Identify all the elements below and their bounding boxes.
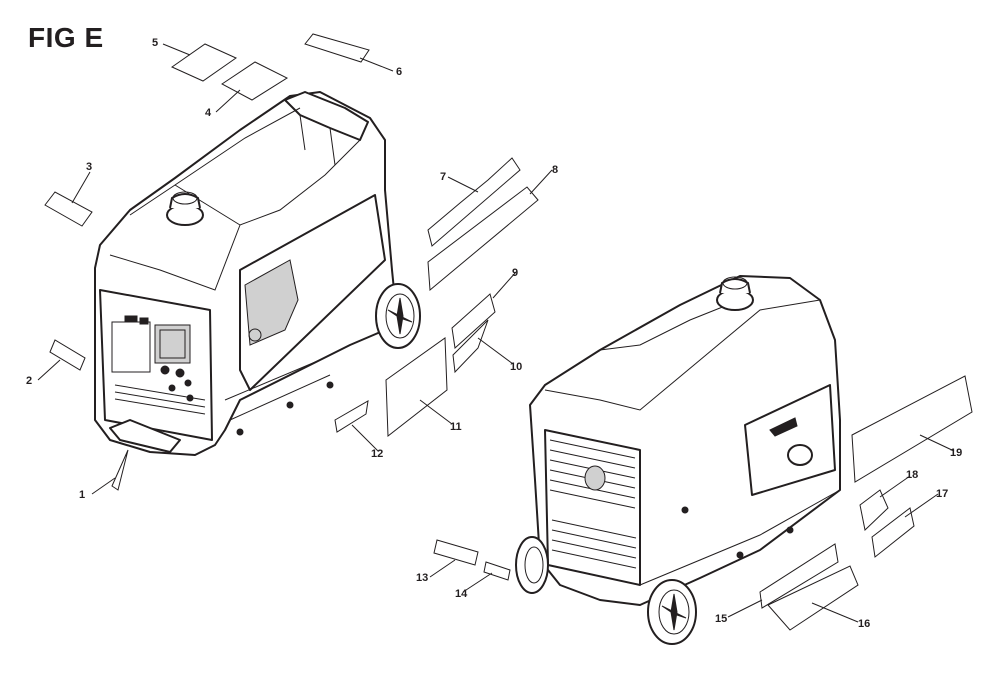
- generator-front-view: [94, 91, 421, 456]
- decal-7: [427, 157, 521, 247]
- decal-16: [767, 565, 859, 631]
- callout-17: 17: [936, 488, 948, 500]
- callout-14: 14: [455, 588, 468, 600]
- decal-3: [44, 191, 93, 227]
- decal-18: [859, 489, 889, 531]
- callout-5: 5: [152, 37, 158, 49]
- callout-3: 3: [86, 161, 92, 173]
- callout-6: 6: [396, 66, 402, 78]
- decal-4: [221, 61, 289, 101]
- decal-5: [170, 43, 238, 82]
- callout-13: 13: [416, 572, 428, 584]
- decal-13: [433, 539, 479, 566]
- callout-2: 2: [26, 375, 32, 387]
- callout-4: 4: [205, 107, 212, 119]
- decal-1: [111, 449, 129, 491]
- callout-12: 12: [371, 448, 383, 460]
- decal-12: [334, 400, 369, 433]
- decals: [44, 33, 973, 631]
- figure-title: FIG E: [28, 22, 104, 53]
- decal-2: [49, 339, 86, 371]
- generator-rear-view: [515, 275, 841, 645]
- callout-18: 18: [906, 469, 918, 481]
- decal-15: [759, 543, 839, 609]
- callout-19: 19: [950, 447, 962, 459]
- decal-6: [304, 33, 370, 63]
- callout-15: 15: [715, 613, 727, 625]
- decal-19: [851, 375, 973, 483]
- decal-14: [483, 561, 511, 581]
- callout-16: 16: [858, 618, 870, 630]
- decal-17: [871, 507, 915, 558]
- callout-9: 9: [512, 267, 518, 279]
- callout-11: 11: [450, 421, 462, 433]
- callout-7: 7: [440, 171, 446, 183]
- callout-8: 8: [552, 164, 558, 176]
- decal-8: [427, 186, 539, 292]
- callout-labels: 1 2 3 4 5 6 7 8 9 10 11 12 13 14 15 16 1…: [26, 37, 962, 630]
- decal-11: [385, 337, 448, 437]
- callout-1: 1: [79, 489, 85, 501]
- decal-9: [451, 293, 496, 349]
- callout-10: 10: [510, 361, 522, 373]
- decal-10: [452, 319, 489, 374]
- leader-lines: [37, 43, 955, 623]
